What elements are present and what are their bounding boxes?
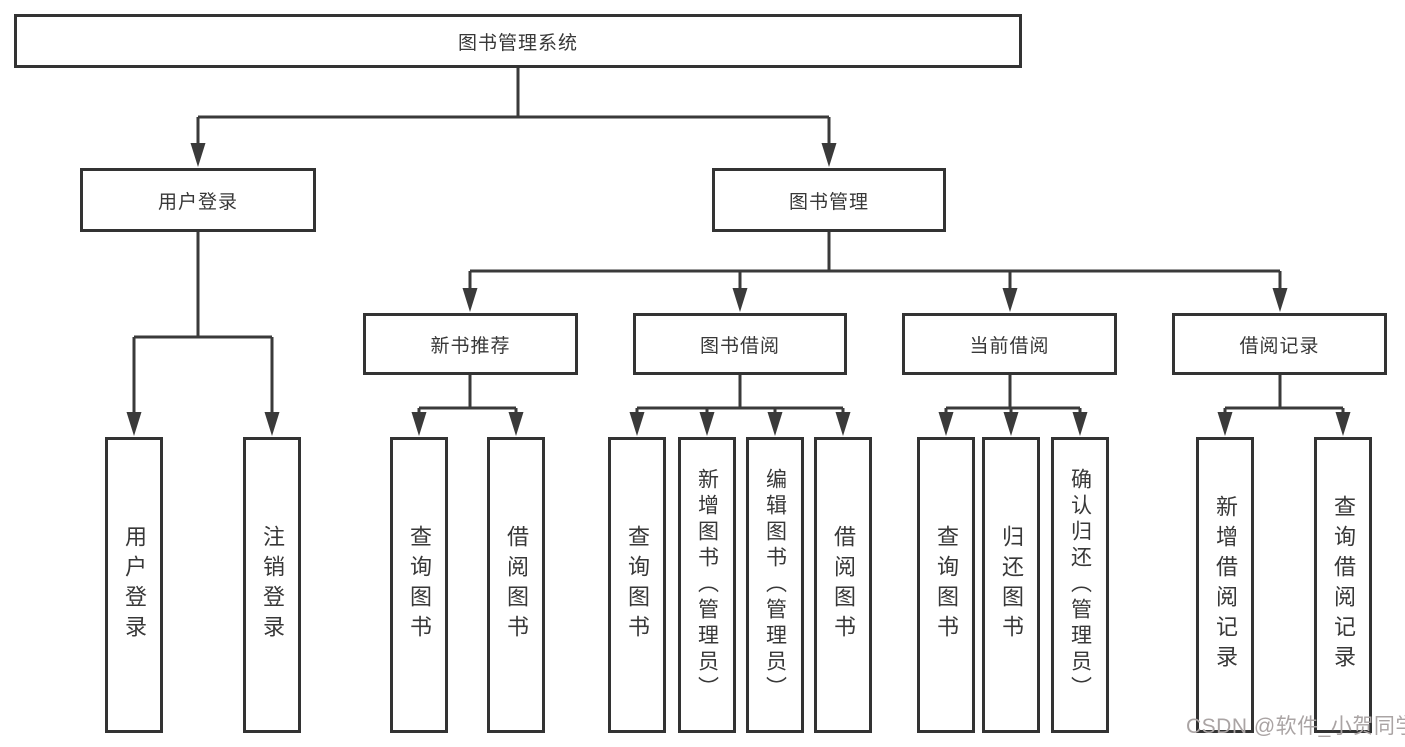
leaf-user-login: 用户登录 [105,437,163,733]
leaf-borrow-books: 借阅图书 [814,437,872,733]
leaf-add-borrow-record: 新增借阅记录 [1196,437,1254,733]
node-borrow-records: 借阅记录 [1172,313,1387,375]
leaf-confirm-return-admin: 确认归还（管理员） [1051,437,1109,733]
node-current-borrowing: 当前借阅 [902,313,1117,375]
node-library-system: 图书管理系统 [14,14,1022,68]
watermark: CSDN @软件_小贺同学 [1186,715,1405,738]
leaf-logout: 注销登录 [243,437,301,733]
leaf-edit-books-admin: 编辑图书（管理员） [746,437,804,733]
node-new-book-recommend: 新书推荐 [363,313,578,375]
leaf-query-books-borrowing: 查询图书 [608,437,666,733]
leaf-query-borrow-record: 查询借阅记录 [1314,437,1372,733]
leaf-return-books: 归还图书 [982,437,1040,733]
node-book-management: 图书管理 [712,168,946,232]
leaf-add-books-admin: 新增图书（管理员） [678,437,736,733]
leaf-borrow-books-recommend: 借阅图书 [487,437,545,733]
node-user-login: 用户登录 [80,168,316,232]
node-book-borrowing: 图书借阅 [633,313,847,375]
leaf-query-books-current: 查询图书 [917,437,975,733]
leaf-query-books-recommend: 查询图书 [390,437,448,733]
